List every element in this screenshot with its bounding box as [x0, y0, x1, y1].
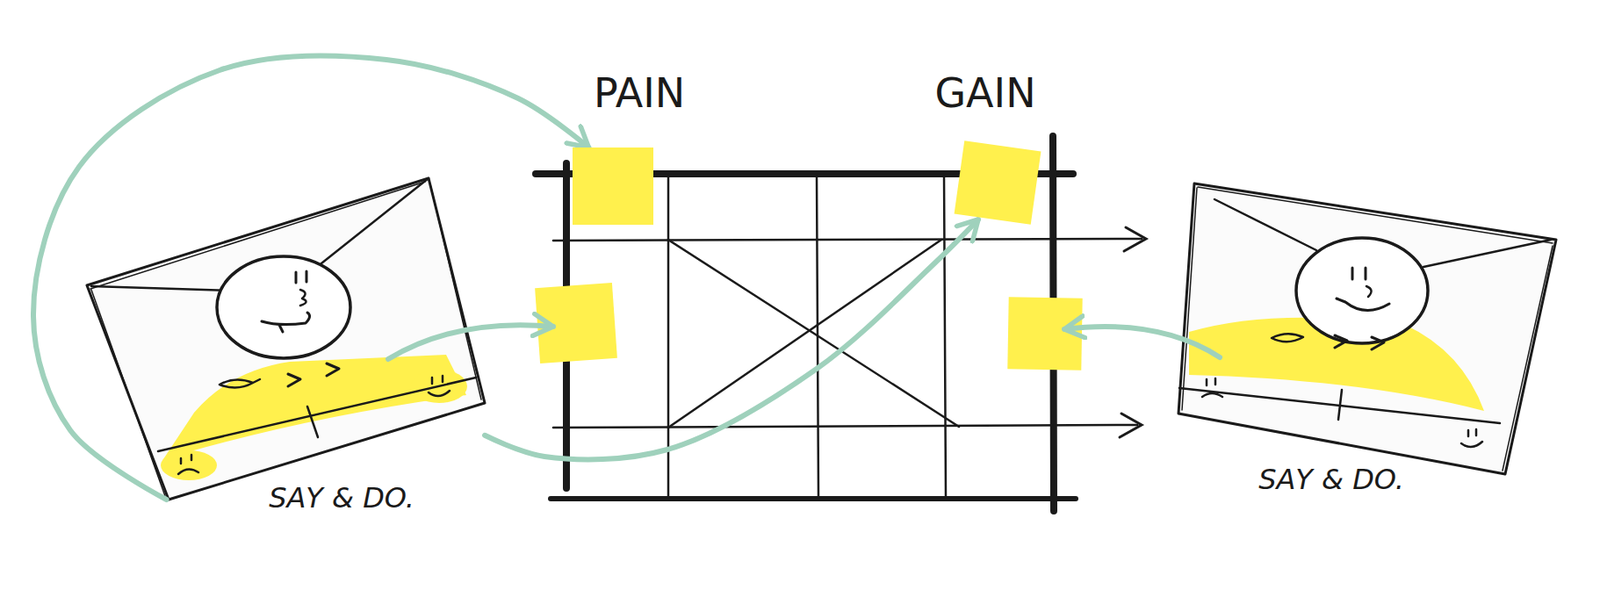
sticky-note — [1007, 296, 1082, 370]
flow-arrow — [388, 324, 554, 360]
grid — [668, 239, 942, 428]
sticky-note — [1007, 296, 1082, 370]
persona-card — [1423, 239, 1551, 267]
persona-card — [295, 271, 307, 283]
persona-card — [321, 178, 429, 264]
sticky-paper — [572, 147, 654, 225]
persona-card — [1179, 388, 1500, 424]
sticky-note: GAIN — [958, 145, 1037, 220]
flow-arrow — [1064, 326, 1220, 358]
persona-card — [1334, 335, 1384, 350]
persona-card: SAY & DO. — [86, 178, 485, 500]
grid — [553, 425, 1138, 428]
persona-card — [163, 354, 467, 460]
persona-card — [1338, 389, 1342, 420]
sticky-note — [534, 282, 618, 364]
sticky-note: PAIN — [572, 147, 654, 225]
persona-card — [1366, 286, 1372, 297]
persona-card — [1271, 333, 1304, 342]
persona-card — [158, 377, 476, 452]
persona-card — [288, 363, 339, 387]
persona-card — [1336, 298, 1390, 311]
card-caption: SAY & DO. — [1258, 463, 1405, 497]
persona-card — [307, 406, 318, 438]
grid — [1124, 227, 1146, 252]
persona-card — [1296, 237, 1428, 344]
persona-card — [1461, 429, 1483, 447]
sticky-paper — [954, 140, 1042, 224]
persona-card — [1202, 378, 1223, 397]
persona-card: SAY & DO. — [1178, 183, 1557, 475]
persona-card — [300, 289, 307, 306]
persona-card — [1178, 183, 1557, 475]
persona-card — [261, 312, 310, 332]
grid — [550, 496, 1076, 502]
persona-card — [1214, 199, 1317, 251]
grid — [668, 239, 959, 427]
persona-card — [160, 450, 217, 481]
column-heading: PAIN — [593, 70, 685, 117]
column-heading: GAIN — [934, 70, 1036, 117]
grid — [944, 173, 946, 498]
card-caption: SAY & DO. — [268, 482, 415, 515]
persona-card — [216, 256, 351, 359]
persona-card — [178, 454, 199, 475]
flow-arrow — [33, 56, 589, 500]
persona-card — [1352, 267, 1366, 280]
persona-card — [428, 375, 450, 397]
sticky-note — [534, 282, 618, 364]
persona-card — [1181, 187, 1553, 471]
flow-arrow — [484, 219, 979, 460]
persona-card — [219, 379, 260, 389]
grid — [1119, 413, 1142, 438]
persona-card — [90, 181, 482, 497]
persona-card — [91, 286, 231, 291]
persona-card — [1178, 183, 1557, 475]
